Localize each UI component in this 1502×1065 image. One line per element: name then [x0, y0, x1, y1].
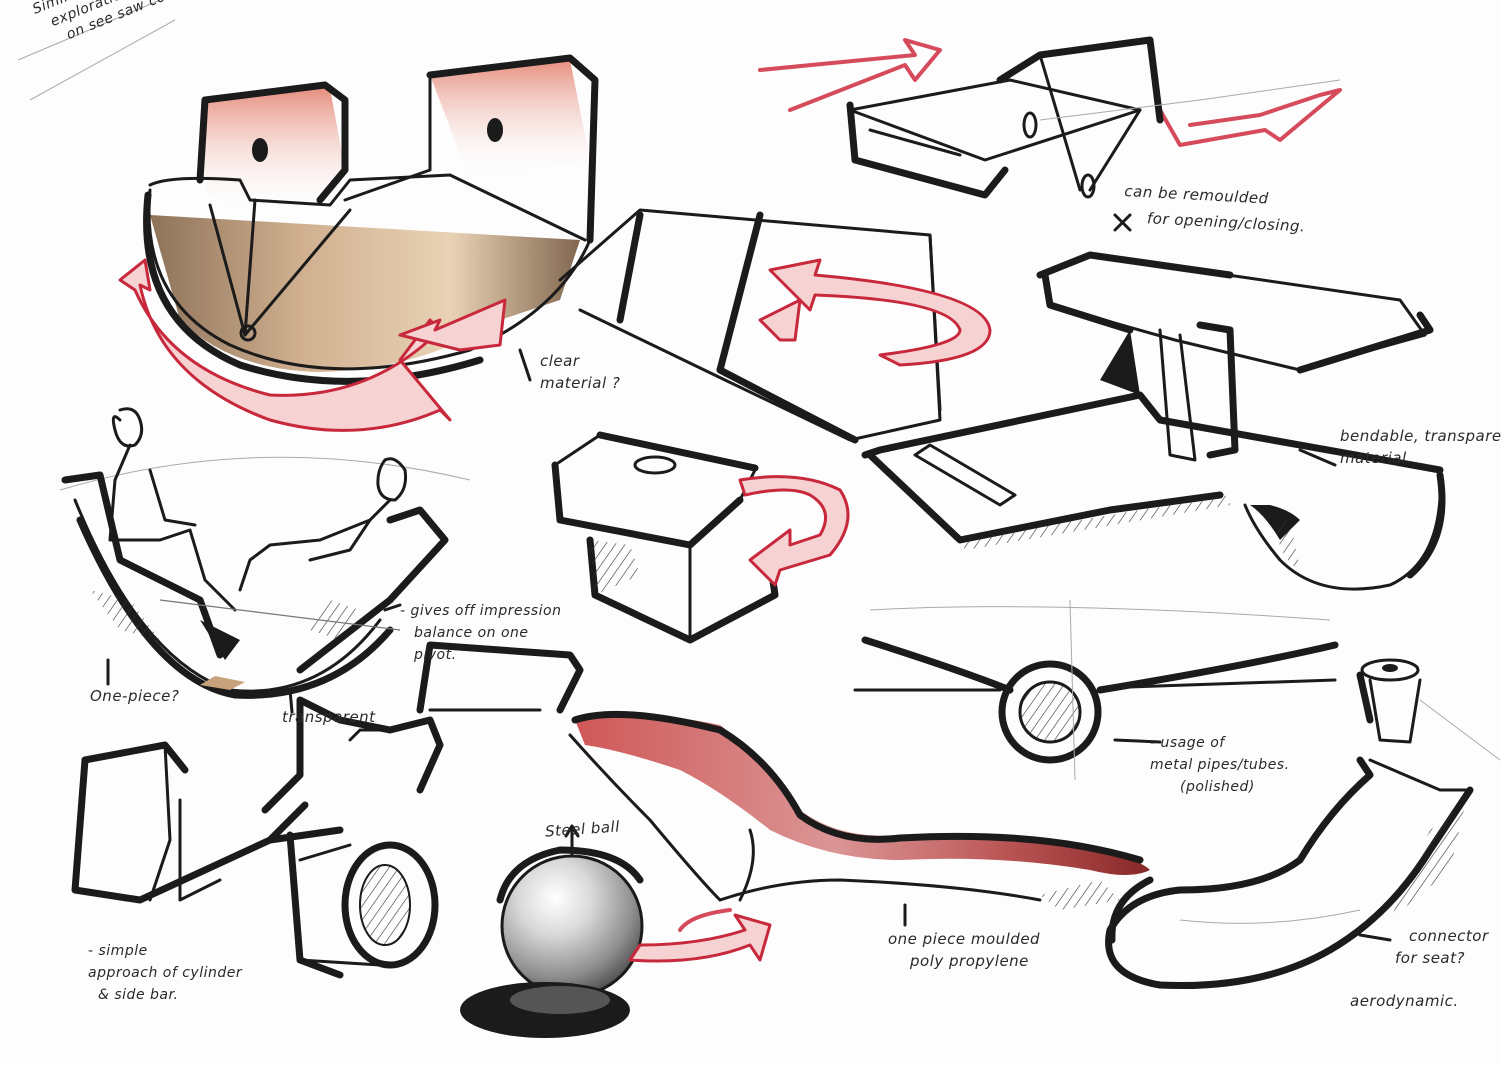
note-bendable-line-1: bendable, transparent — [1340, 427, 1502, 445]
bendable-table-sketch — [861, 251, 1446, 591]
note-bendable-line-2: material. — [1340, 449, 1412, 467]
twin-seat-seesaw-sketch — [118, 54, 599, 432]
note-moulded-line-1: one piece moulded — [888, 930, 1041, 948]
note-can-be-remoulded: can be remoulded for opening/closing. — [1122, 180, 1307, 237]
rocker-with-people-sketch — [59, 407, 471, 699]
cylinder-lounge-sketch — [71, 641, 584, 979]
note-connector: connector for seat? — [1395, 925, 1489, 969]
note-moulded-line-2: poly propylene — [910, 952, 1029, 970]
note-bendable: bendable, transparent material. — [1340, 425, 1502, 469]
note-connector-line-1: connector — [1409, 927, 1489, 945]
note-one-piece-text: One-piece? — [90, 687, 180, 705]
rotating-link-sketch — [558, 208, 992, 444]
note-simple-line-2: approach of cylinder — [88, 965, 243, 981]
note-gives-off-line-1: - gives off impression — [400, 603, 562, 619]
note-gives-off: - gives off impression balance on one pi… — [400, 600, 562, 666]
note-simple-line-1: - simple — [88, 943, 148, 959]
note-simple-line-3: & side bar. — [98, 987, 179, 1003]
note-one-piece-moulded: one piece moulded poly propylene — [888, 928, 1040, 972]
note-aerodynamic: aerodynamic. — [1350, 990, 1459, 1012]
metal-tube-joint-sketch — [853, 599, 1501, 781]
note-clear-material: clear material ? — [530, 350, 620, 394]
note-transparent-text: transparent — [282, 708, 376, 726]
note-one-piece: One-piece? — [90, 685, 179, 707]
note-usage-of-line-1: - usage of — [1150, 735, 1225, 751]
corner-title-rules — [17, 0, 176, 101]
note-steel-ball-text: Steel ball — [544, 817, 621, 841]
note-gives-off-line-3: pivot. — [414, 647, 457, 663]
rotating-block-sketch — [551, 431, 850, 644]
annotation-leaders — [106, 348, 1392, 942]
note-usage-of-tubes: - usage of metal pipes/tubes. (polished) — [1150, 732, 1290, 798]
folding-panel-sketch — [758, 36, 1342, 232]
steel-ball-lounger-sketch — [460, 710, 1474, 1038]
note-transparent: transparent — [282, 706, 376, 728]
note-usage-of-line-2: metal pipes/tubes. — [1150, 757, 1290, 773]
note-usage-of-line-3: (polished) — [1180, 779, 1255, 795]
note-aerodynamic-text: aerodynamic. — [1350, 992, 1459, 1010]
note-connector-line-2: for seat? — [1395, 949, 1465, 967]
note-clear-material-line-2: material ? — [540, 374, 621, 392]
note-gives-off-line-2: balance on one — [414, 625, 529, 641]
note-simple-approach: - simple approach of cylinder & side bar… — [88, 940, 242, 1006]
note-clear-material-line-1: clear — [540, 352, 580, 370]
